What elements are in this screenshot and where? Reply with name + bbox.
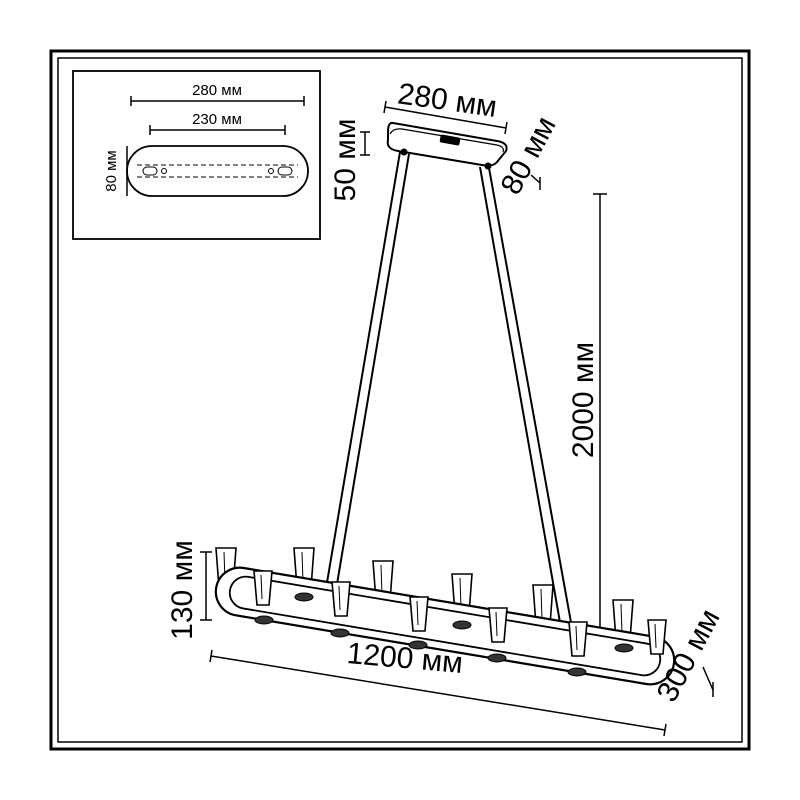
mounting-slot-right [277, 166, 293, 176]
inset-outer-width-label: 280 мм [192, 82, 242, 99]
down-lights [254, 592, 634, 677]
cable-grip-right [484, 162, 492, 170]
canopy-depth-label: 80 мм [495, 111, 563, 200]
suspension-cables [321, 151, 573, 629]
canopy-depth-line [530, 174, 541, 184]
canopy-height-label: 50 мм [329, 119, 362, 202]
fixture-height-dimension: 130 мм [166, 540, 212, 640]
inset-inner-width-label: 230 мм [192, 111, 242, 128]
drop-length-dimension: 2000 мм [567, 193, 607, 628]
cable-grip-left [400, 148, 408, 156]
canopy-plate [386, 121, 508, 167]
inset-depth-label: 80 мм [103, 150, 120, 191]
oval-light-ring [214, 547, 676, 686]
screw-hole-right [268, 168, 274, 174]
canopy-vent [439, 134, 461, 146]
screw-hole-left [161, 168, 167, 174]
fixture-height-label: 130 мм [166, 540, 199, 640]
inner-frame [57, 57, 743, 743]
mounting-slot-left [142, 166, 158, 176]
outer-frame [49, 49, 751, 751]
ceiling-canopy: 280 мм 50 мм 80 мм [329, 77, 563, 201]
canopy-top-view-inset: 280 мм 230 мм 80 мм [72, 70, 321, 240]
drop-length-label: 2000 мм [567, 342, 600, 458]
canopy-width-label: 280 мм [396, 77, 499, 124]
crystal-shades-front [253, 570, 667, 657]
canopy-width-line [384, 106, 507, 129]
